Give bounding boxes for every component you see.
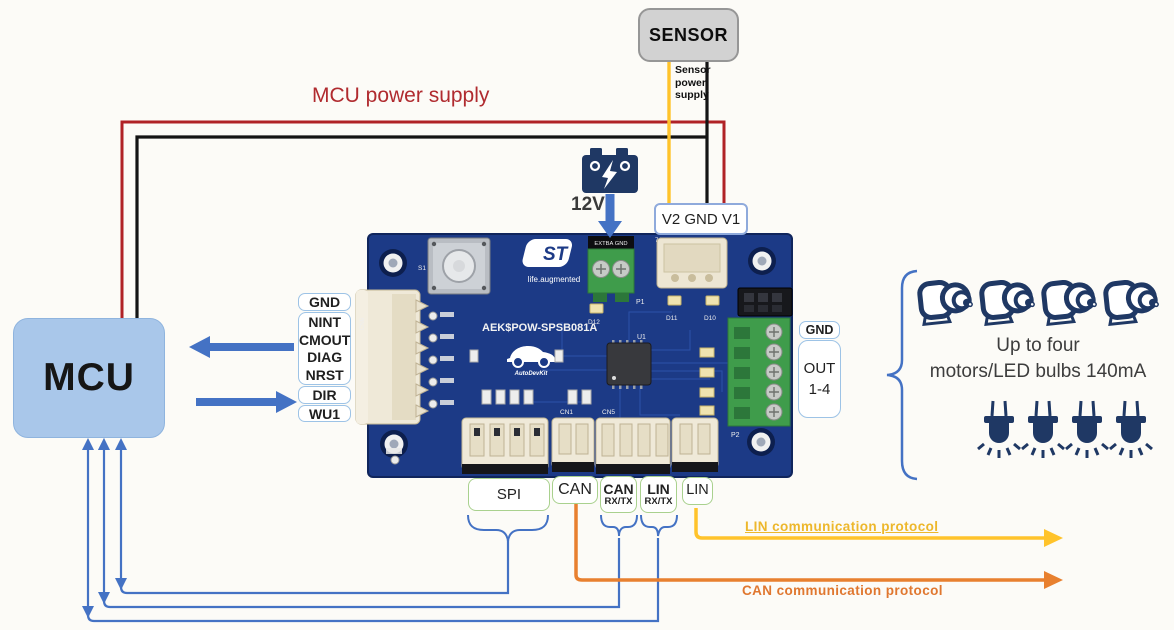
- port-label-spi: SPI: [468, 478, 550, 511]
- mcu-power-supply-label: MCU power supply: [312, 84, 490, 107]
- output-label-gnd: GND: [799, 321, 840, 339]
- loads-brace: [886, 269, 918, 481]
- silkscreen-cn6: CN6: [360, 317, 366, 330]
- p1-header-label: EXTBA GND: [594, 241, 627, 247]
- connector-can: [551, 417, 595, 472]
- port-lin-rxtx-text: LIN: [647, 481, 670, 498]
- comm-lines: [86, 448, 660, 623]
- spi-line: [119, 448, 510, 595]
- battery-icon: [582, 148, 638, 193]
- silkscreen-cn5: CN5: [602, 409, 615, 416]
- port-lin-text: LIN: [686, 482, 709, 499]
- driver-chip: [606, 340, 652, 389]
- power-connector: 7A: [655, 237, 728, 289]
- terminal-block-p1: EXTBA GND: [587, 236, 635, 302]
- lin-rxtx-brace: [640, 514, 678, 537]
- autodevkit-label: AutoDevKit: [514, 371, 549, 377]
- wire-red-supply: [120, 120, 726, 318]
- pin-label-group: NINT CMOUT DIAG NRST: [298, 312, 351, 385]
- can-protocol-label: CAN communication protocol: [742, 583, 943, 598]
- pin-label-nint: NINT: [308, 313, 341, 330]
- svg-text:ST: ST: [543, 244, 569, 265]
- pin-label-diag: DIAG: [307, 349, 343, 366]
- smd-led-d11: [667, 295, 682, 306]
- can-rxtx-brace: [600, 514, 638, 537]
- test-points: [386, 311, 454, 465]
- port-label-can: CAN: [552, 476, 598, 504]
- pin-label-dir: DIR: [298, 386, 351, 404]
- pcb-traces: [532, 311, 745, 422]
- comm-arrowheads: [82, 438, 127, 618]
- silkscreen-p2: P2: [731, 432, 740, 439]
- st-logo: ST: [522, 239, 573, 267]
- smd-led-d10: [705, 295, 720, 306]
- autodevkit-logo: AutoDevKit: [507, 346, 555, 377]
- signals-to-mcu-arrow: [189, 336, 294, 358]
- output-leds: [699, 347, 715, 416]
- pin-label-wu1: WU1: [298, 405, 351, 422]
- silkscreen-d10: D10: [704, 315, 716, 322]
- can-protocol-arrow: [574, 504, 1063, 589]
- pin-label-gnd: GND: [298, 293, 351, 311]
- connector-spi: [461, 417, 549, 474]
- output-label-out14: OUT 1-4: [798, 340, 841, 418]
- pin-label-cmout: CMOUT: [299, 331, 351, 348]
- silkscreen-d12: D12: [588, 319, 600, 326]
- lin-rxtx-line: [86, 448, 660, 623]
- silkscreen-u1: U1: [637, 334, 646, 341]
- silkscreen-p1: P1: [636, 299, 645, 306]
- spi-brace: [467, 514, 549, 542]
- silkscreen-cn1: CN1: [560, 409, 573, 416]
- silkscreen-s1: S1: [418, 265, 426, 272]
- st-tagline: life.augmented: [528, 275, 580, 284]
- wire-black-gnd: [135, 135, 707, 318]
- battery-voltage-label: 12V: [571, 194, 605, 215]
- pcb-board: S1 ST life.augmented EXTBA GND P1 D12 D1…: [350, 230, 800, 480]
- port-label-lin: LIN: [682, 477, 713, 505]
- jumper-block: [737, 287, 793, 317]
- connector-can-lin-rxtx: [595, 417, 671, 474]
- passive-components: [469, 349, 592, 405]
- push-button: [427, 237, 491, 295]
- port-can-rxtx-text: CAN: [603, 481, 634, 498]
- port-spi-text: SPI: [496, 485, 522, 503]
- lin-protocol-arrow: [694, 508, 1063, 547]
- smd-led-d12: [589, 303, 604, 314]
- loads-caption-line1: Up to four: [996, 335, 1080, 356]
- port-braces: [467, 514, 678, 542]
- loads-caption-line2: motors/LED bulbs 140mA: [929, 360, 1147, 382]
- port-can-rxtx-sub: RX/TX: [604, 495, 633, 507]
- port-label-can-rxtx: CAN RX/TX: [600, 476, 637, 513]
- pin-label-nrst: NRST: [305, 367, 344, 384]
- silkscreen-d11: D11: [666, 315, 678, 322]
- connector-lin: [671, 417, 719, 472]
- lin-protocol-label: LIN communication protocol: [745, 519, 939, 534]
- supply-header-box: V2 GND V1: [654, 203, 748, 235]
- port-lin-rxtx-sub: RX/TX: [644, 495, 673, 507]
- pcb-substrate: [367, 233, 793, 478]
- port-can-text: CAN: [558, 480, 592, 498]
- sensor-power-supply-label: Sensor power supply: [675, 64, 711, 102]
- connector-cn6: [355, 289, 430, 425]
- sensor-block: SENSOR: [638, 8, 739, 62]
- board-name: AEK$POW-SPSB081A: [482, 322, 597, 334]
- mcu-block: MCU: [13, 318, 165, 438]
- port-label-lin-rxtx: LIN RX/TX: [640, 476, 677, 513]
- battery-arrow-icon: [598, 194, 622, 238]
- mcu-to-dir-arrow: [196, 391, 297, 413]
- loads-caption: Up to four motors/LED bulbs 140mA: [900, 333, 1174, 384]
- terminal-block-p2: [727, 317, 791, 427]
